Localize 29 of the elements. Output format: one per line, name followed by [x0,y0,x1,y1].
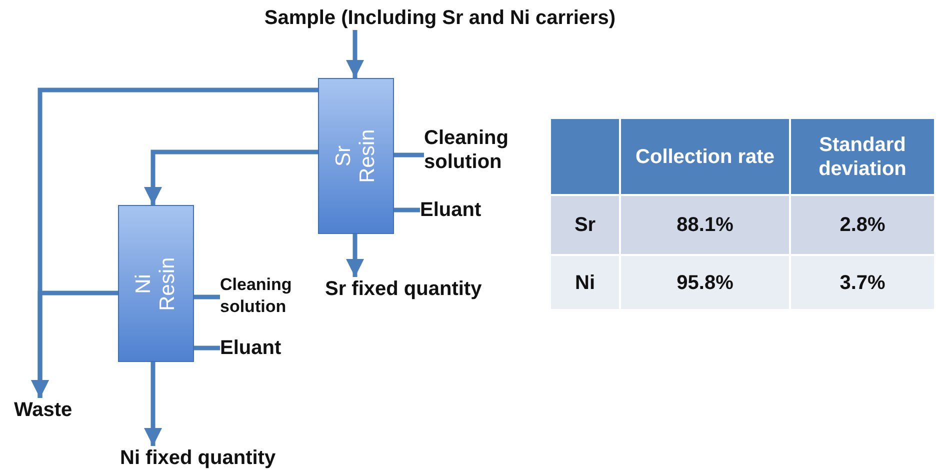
resin-column [318,78,394,234]
table-cell: 3.7% [790,255,935,310]
flow-arrow [346,30,364,78]
resin-label: Sr Resin [332,128,380,185]
flow-label: Eluant [420,198,500,222]
connector-line [194,294,220,300]
flow-arrow [144,150,318,205]
flow-label: Sr fixed quantity [325,277,525,301]
connector-line [394,152,424,158]
column-header: Collection rate [620,118,790,195]
resin-label: Ni Resin [132,256,180,312]
flow-label: Waste [14,398,94,422]
flow-label: Ni fixed quantity [120,446,340,470]
table-cell: 88.1% [620,195,790,255]
resin-column [118,205,194,362]
flow-label: Sample (Including Sr and Ni carriers) [250,6,630,30]
flow-arrow [144,362,162,446]
flow-label: Cleaning solution [220,274,320,318]
row-header: Ni [550,255,620,310]
table-cell: 95.8% [620,255,790,310]
connector-line [194,346,220,350]
connector-line [394,208,420,212]
table-cell: 2.8% [790,195,935,255]
flow-label: Cleaning solution [424,126,534,174]
column-header: Standard deviation [790,118,935,195]
flow-arrow [346,234,364,277]
flow-arrow [31,290,118,398]
row-header: Sr [550,195,620,255]
flow-label: Eluant [220,336,300,360]
